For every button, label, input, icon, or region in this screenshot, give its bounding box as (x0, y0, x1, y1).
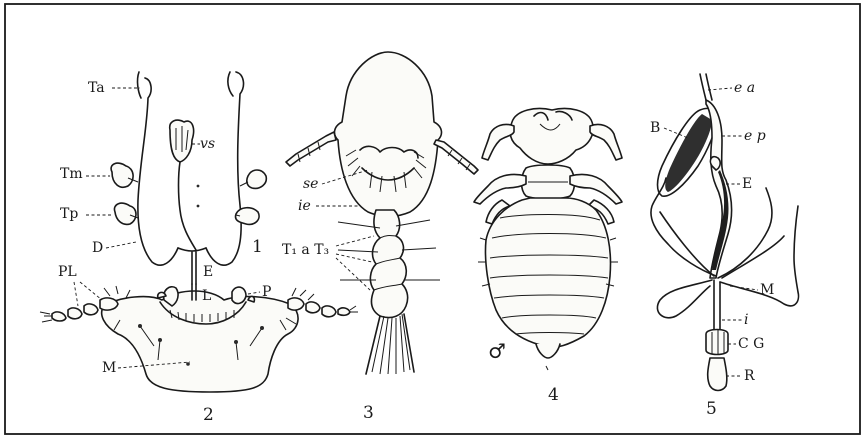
label-m-fig5: M (760, 282, 774, 298)
figure-2-head (40, 284, 358, 392)
figure-5-digestive-tract (651, 74, 799, 391)
label-pl: PL (58, 264, 77, 280)
label-l: L (202, 288, 211, 304)
label-cg: C G (738, 336, 764, 352)
figure-1-reproductive-organs (111, 72, 266, 284)
label-e-fig5: E (742, 176, 752, 192)
figure-number-3: 3 (363, 403, 374, 423)
figure-number-1: 1 (252, 237, 263, 257)
label-tp: Tp (60, 206, 78, 222)
label-i: i (744, 312, 748, 328)
label-se: se (303, 176, 318, 192)
label-vs: vs (200, 136, 215, 152)
label-ie: ie (298, 198, 311, 214)
label-tm: Tm (60, 166, 83, 182)
label-p: P (262, 284, 271, 300)
figure-4-male-louse (474, 109, 622, 371)
label-b: B (650, 120, 660, 136)
figure-number-2: 2 (203, 405, 214, 425)
label-ta: Ta (88, 80, 105, 96)
label-t1-t3: T₁ a T₃ (282, 242, 329, 258)
label-ea: e a (734, 80, 755, 96)
label-e-fig1: E (203, 264, 213, 280)
label-male-symbol: ♂ (488, 339, 506, 363)
figure-3-head-nerve-cord (286, 52, 478, 374)
label-m-fig2: M (102, 360, 116, 376)
label-ep: e p (744, 128, 766, 144)
figure-number-4: 4 (548, 385, 559, 405)
figure-number-5: 5 (706, 399, 717, 419)
label-d: D (92, 240, 103, 256)
label-r: R (744, 368, 755, 384)
